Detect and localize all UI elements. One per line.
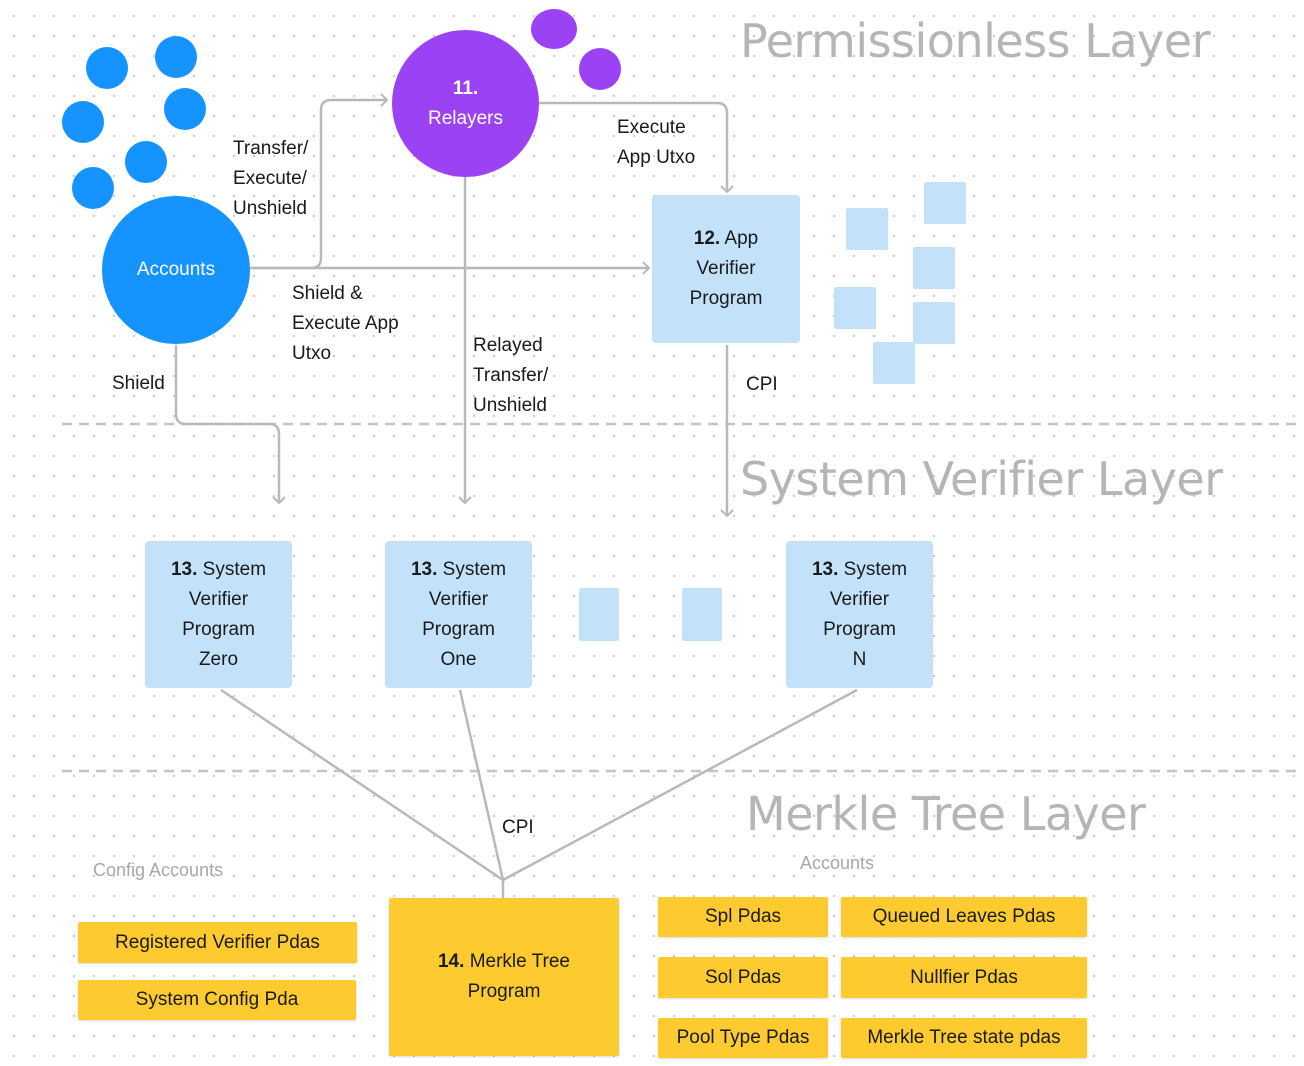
relayers-node-number: 11.	[452, 77, 479, 99]
app-verifier-line2: Verifier	[696, 258, 756, 279]
label-line: Transfer/	[233, 138, 309, 159]
layer-title-system-verifier: System Verifier Layer	[740, 452, 1223, 506]
system-config-pda[interactable]: System Config Pda	[78, 980, 356, 1020]
relayer-dot	[579, 48, 621, 90]
config-accounts-caption: Config Accounts	[93, 860, 224, 880]
relayers-node[interactable]: 11. Relayers	[392, 30, 539, 177]
label-line: Execute App	[292, 313, 399, 334]
label-cpi-app: CPI	[746, 374, 778, 395]
layer-title-merkle-tree: Merkle Tree Layer	[746, 787, 1146, 841]
relayer-dot	[531, 9, 577, 49]
label-line: App Utxo	[617, 147, 696, 168]
merkle-number: 14.	[437, 951, 465, 972]
layer-title-permissionless: Permissionless Layer	[740, 14, 1211, 68]
relayers-node-label: Relayers	[428, 107, 503, 129]
label-execute-app-utxo: Execute App Utxo	[617, 113, 695, 173]
sv-one-line4: One	[440, 648, 477, 670]
sv-n-line1-text: System	[843, 558, 908, 580]
sv-one-line1: 13. System	[411, 555, 506, 585]
account-dot	[155, 36, 197, 78]
sv-zero-line1-text: System	[202, 558, 267, 580]
label-line: Unshield	[233, 198, 307, 219]
label-cpi-merkle: CPI	[502, 817, 534, 838]
label-line: Shield &	[292, 283, 363, 304]
sv-n-line4: N	[852, 648, 867, 670]
sv-one-line3: Program	[422, 618, 495, 640]
system-verifier-placeholder	[682, 588, 722, 641]
app-verifier-line1-text: App	[724, 228, 759, 249]
accounts-group-caption: Accounts	[800, 853, 875, 873]
app-program-square	[834, 287, 876, 329]
edge-relayers-to-app-verifier	[539, 101, 734, 194]
label-line: Execute/	[233, 168, 307, 189]
edge-sv-zero-to-merkle	[220, 688, 504, 882]
account-dot	[86, 47, 128, 89]
label-shield: Shield	[112, 373, 165, 394]
account-dot	[62, 101, 104, 143]
sv-n-number: 13.	[811, 558, 839, 580]
sol-pdas[interactable]: Sol Pdas	[658, 957, 828, 998]
app-program-square	[913, 247, 955, 289]
app-program-square	[924, 182, 966, 224]
merkle-tree-state-pdas[interactable]: Merkle Tree state pdas	[841, 1018, 1087, 1058]
sv-n-line1: 13. System	[812, 555, 907, 585]
sv-zero-line3: Program	[182, 618, 255, 640]
nullfier-pdas[interactable]: Nullfier Pdas	[841, 957, 1087, 998]
system-verifier-zero-box[interactable]: 13. System Verifier Program Zero	[145, 541, 292, 688]
sv-n-line3: Program	[823, 618, 896, 640]
sv-one-line1-text: System	[442, 558, 507, 580]
edge-accounts-shield	[174, 345, 286, 505]
account-dot	[164, 88, 206, 130]
sv-zero-line2: Verifier	[188, 588, 249, 610]
merkle-tree-program-box[interactable]: 14. Merkle Tree Program	[389, 898, 619, 1056]
accounts-node[interactable]: Accounts	[102, 196, 250, 344]
registered-verifier-pdas[interactable]: Registered Verifier Pdas	[78, 922, 357, 963]
label-shield-execute-app-utxo: Shield & Execute App Utxo	[292, 279, 399, 369]
app-verifier-line1: 12. App	[694, 224, 758, 254]
label-line: Relayed	[473, 335, 543, 356]
account-dot	[72, 167, 114, 209]
app-verifier-number: 12.	[693, 228, 721, 249]
app-verifier-line3: Program	[689, 288, 763, 309]
spl-pdas[interactable]: Spl Pdas	[658, 897, 828, 937]
system-verifier-one-box[interactable]: 13. System Verifier Program One	[385, 541, 532, 688]
system-verifier-placeholder	[579, 588, 619, 641]
pool-type-pdas[interactable]: Pool Type Pdas	[658, 1018, 828, 1058]
edge-sv-n-to-merkle	[502, 688, 858, 882]
accounts-node-label: Accounts	[136, 259, 216, 280]
sv-zero-number: 13.	[170, 558, 198, 580]
sv-one-number: 13.	[410, 558, 438, 580]
sv-zero-line4: Zero	[198, 648, 239, 670]
label-line: Utxo	[292, 343, 332, 364]
account-dot	[125, 141, 167, 183]
merkle-line1-text: Merkle Tree	[469, 951, 570, 972]
edge-sv-one-to-merkle	[458, 689, 505, 881]
sv-zero-line1: 13. System	[171, 555, 266, 585]
app-verifier-program-box[interactable]: 12. App Verifier Program	[652, 195, 800, 343]
merkle-line2: Program	[467, 981, 541, 1002]
sv-one-line2: Verifier	[428, 588, 489, 610]
app-program-square	[846, 208, 888, 250]
label-line: Execute	[617, 117, 686, 138]
system-verifier-n-box[interactable]: 13. System Verifier Program N	[786, 541, 933, 688]
label-line: Unshield	[473, 395, 547, 416]
label-line: Transfer/	[473, 365, 549, 386]
app-program-square	[873, 342, 915, 384]
label-relayed-transfer-unshield: Relayed Transfer/ Unshield	[473, 331, 548, 421]
app-program-square	[913, 302, 955, 344]
queued-leaves-pdas[interactable]: Queued Leaves Pdas	[841, 897, 1087, 937]
label-transfer-execute-unshield: Transfer/ Execute/ Unshield	[233, 134, 308, 224]
sv-n-line2: Verifier	[829, 588, 890, 610]
merkle-line1: 14. Merkle Tree	[438, 947, 570, 977]
